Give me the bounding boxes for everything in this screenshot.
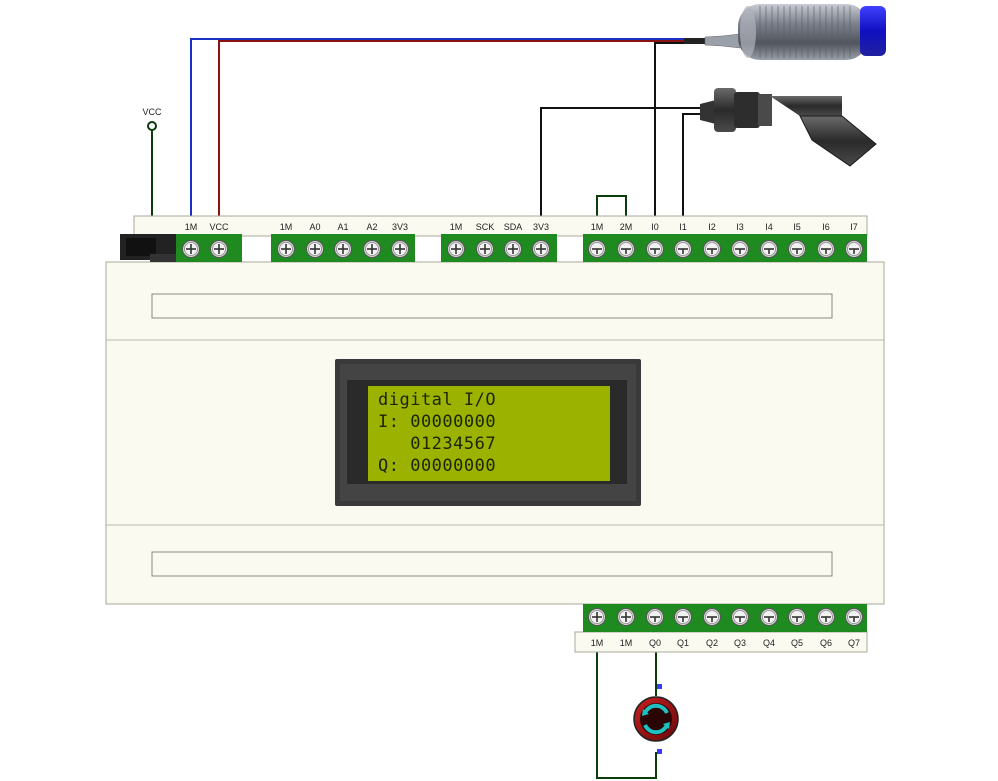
output-terminal-q2-4[interactable] (703, 608, 721, 626)
terminal-label-i2-2: I2 (708, 222, 716, 232)
terminal-common-block-1m-0[interactable] (588, 240, 606, 258)
sensor-blue-wire (190, 38, 705, 218)
terminal-input-block-i0-0[interactable] (646, 240, 664, 258)
terminal-i2c-block-sda-2[interactable] (504, 240, 522, 258)
terminal-common-block-2m-1[interactable] (617, 240, 635, 258)
output-terminal-q3-5[interactable] (731, 608, 749, 626)
terminal-label-a1-2: A1 (337, 222, 348, 232)
terminal-label-a0-1: A0 (309, 222, 320, 232)
output-terminal-q4-6[interactable] (760, 608, 778, 626)
terminal-label-vcc-1: VCC (209, 222, 229, 232)
output-terminal-q5-7[interactable] (788, 608, 806, 626)
terminal-analog-block-a2-3[interactable] (363, 240, 381, 258)
terminal-label-sda-2: SDA (504, 222, 523, 232)
terminal-label-1m-0: 1M (185, 222, 198, 232)
output-terminal-1m-1[interactable] (617, 608, 635, 626)
lcd-line-4: Q: 00000000 (378, 456, 496, 476)
lcd-display: digital I/O I: 00000000 01234567 Q: 0000… (335, 359, 641, 506)
output-terminal-q0-2[interactable] (646, 608, 664, 626)
terminal-label-sck-1: SCK (476, 222, 495, 232)
output-label-1m-0: 1M (591, 638, 604, 648)
output-label-q4-6: Q4 (763, 638, 775, 648)
output-label-q1-3: Q1 (677, 638, 689, 648)
sensor-output-wire (654, 42, 705, 218)
lcd-screen (368, 386, 610, 481)
float-switch-icon[interactable] (700, 88, 877, 167)
terminal-label-i6-6: I6 (822, 222, 830, 232)
lcd-line-1: digital I/O (378, 390, 496, 410)
float-switch-supply-wire (540, 107, 705, 218)
terminal-label-2m-1: 2M (620, 222, 633, 232)
terminal-analog-block-1m-0[interactable] (277, 240, 295, 258)
output-label-q6-8: Q6 (820, 638, 832, 648)
lcd-line-2: I: 00000000 (378, 412, 496, 432)
output-terminal-q6-8[interactable] (817, 608, 835, 626)
terminal-analog-block-a0-1[interactable] (306, 240, 324, 258)
terminal-label-i3-3: I3 (736, 222, 744, 232)
terminal-i2c-block-sck-1[interactable] (476, 240, 494, 258)
common-jumper-wire (596, 195, 627, 218)
terminal-top-left-block-1m-0[interactable] (182, 240, 200, 258)
terminal-label-3v3-4: 3V3 (392, 222, 408, 232)
lcd-line-3: 01234567 (378, 434, 496, 454)
terminal-label-i4-4: I4 (765, 222, 773, 232)
terminal-label-i0-0: I0 (651, 222, 659, 232)
vcc-probe-terminal[interactable] (147, 121, 157, 131)
motor-return-wire (596, 650, 657, 779)
output-label-q3-5: Q3 (734, 638, 746, 648)
terminal-i2c-block-1m-0[interactable] (447, 240, 465, 258)
terminal-input-block-i5-5[interactable] (788, 240, 806, 258)
terminal-input-block-i3-3[interactable] (731, 240, 749, 258)
terminal-top-left-block-vcc-1[interactable] (210, 240, 228, 258)
terminal-label-3v3-3: 3V3 (533, 222, 549, 232)
terminal-label-i1-1: I1 (679, 222, 687, 232)
top-terminal-strip (133, 215, 868, 237)
inductive-proximity-sensor-icon[interactable] (684, 4, 886, 60)
terminal-label-1m-0: 1M (280, 222, 293, 232)
terminal-input-block-i7-7[interactable] (845, 240, 863, 258)
sensor-red-wire (218, 40, 705, 218)
lower-label-slot (151, 551, 833, 577)
output-terminal-q1-3[interactable] (674, 608, 692, 626)
output-label-q2-4: Q2 (706, 638, 718, 648)
float-switch-signal-wire (682, 113, 705, 218)
terminal-input-block-i6-6[interactable] (817, 240, 835, 258)
terminal-label-1m-0: 1M (450, 222, 463, 232)
vcc-label: VCC (142, 107, 162, 117)
terminal-i2c-block-3v3-3[interactable] (532, 240, 550, 258)
power-connector (120, 234, 176, 262)
output-label-q0-2: Q0 (649, 638, 661, 648)
upper-label-slot (151, 293, 833, 319)
terminal-analog-block-a1-2[interactable] (334, 240, 352, 258)
output-terminal-q7-9[interactable] (845, 608, 863, 626)
output-label-q5-7: Q5 (791, 638, 803, 648)
dc-motor-icon[interactable] (633, 684, 679, 754)
output-terminal-1m-0[interactable] (588, 608, 606, 626)
terminal-label-1m-0: 1M (591, 222, 604, 232)
output-label-1m-1: 1M (620, 638, 633, 648)
terminal-analog-block-3v3-4[interactable] (391, 240, 409, 258)
terminal-label-i5-5: I5 (793, 222, 801, 232)
terminal-input-block-i1-1[interactable] (674, 240, 692, 258)
terminal-label-i7-7: I7 (850, 222, 858, 232)
terminal-input-block-i4-4[interactable] (760, 240, 778, 258)
output-label-q7-9: Q7 (848, 638, 860, 648)
terminal-input-block-i2-2[interactable] (703, 240, 721, 258)
terminal-label-a2-3: A2 (366, 222, 377, 232)
